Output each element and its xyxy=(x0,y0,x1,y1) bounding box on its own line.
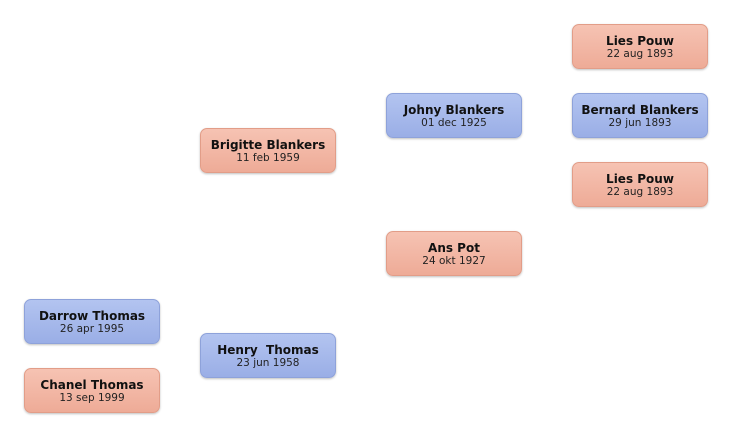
person-card-johny-blankers[interactable]: Johny Blankers 01 dec 1925 xyxy=(386,93,522,138)
person-name: Henry Thomas xyxy=(217,343,319,357)
person-name: Ans Pot xyxy=(428,241,480,255)
person-birth-date: 01 dec 1925 xyxy=(421,117,487,129)
person-birth-date: 26 apr 1995 xyxy=(59,323,125,335)
person-name: Brigitte Blankers xyxy=(210,138,326,152)
person-name: Lies Pouw xyxy=(606,34,674,48)
person-birth-date: 22 aug 1893 xyxy=(606,48,674,60)
person-name: Lies Pouw xyxy=(606,172,674,186)
person-birth-date: 22 aug 1893 xyxy=(606,186,674,198)
person-name: Bernard Blankers xyxy=(581,103,699,117)
person-card-bernard-blankers[interactable]: Bernard Blankers 29 jun 1893 xyxy=(572,93,708,138)
person-name: Darrow Thomas xyxy=(38,309,146,323)
person-card-lies-pouw-top[interactable]: Lies Pouw 22 aug 1893 xyxy=(572,24,708,69)
person-name: Chanel Thomas xyxy=(40,378,144,392)
person-card-brigitte-blankers[interactable]: Brigitte Blankers 11 feb 1959 xyxy=(200,128,336,173)
person-birth-date: 13 sep 1999 xyxy=(59,392,125,404)
person-name: Johny Blankers xyxy=(403,103,505,117)
person-card-darrow-thomas[interactable]: Darrow Thomas 26 apr 1995 xyxy=(24,299,160,344)
person-card-henry-thomas[interactable]: Henry Thomas 23 jun 1958 xyxy=(200,333,336,378)
person-birth-date: 23 jun 1958 xyxy=(236,357,300,369)
person-birth-date: 29 jun 1893 xyxy=(608,117,672,129)
person-birth-date: 11 feb 1959 xyxy=(236,152,300,164)
person-card-chanel-thomas[interactable]: Chanel Thomas 13 sep 1999 xyxy=(24,368,160,413)
person-card-ans-pot[interactable]: Ans Pot 24 okt 1927 xyxy=(386,231,522,276)
person-birth-date: 24 okt 1927 xyxy=(422,255,486,267)
person-card-lies-pouw-bottom[interactable]: Lies Pouw 22 aug 1893 xyxy=(572,162,708,207)
